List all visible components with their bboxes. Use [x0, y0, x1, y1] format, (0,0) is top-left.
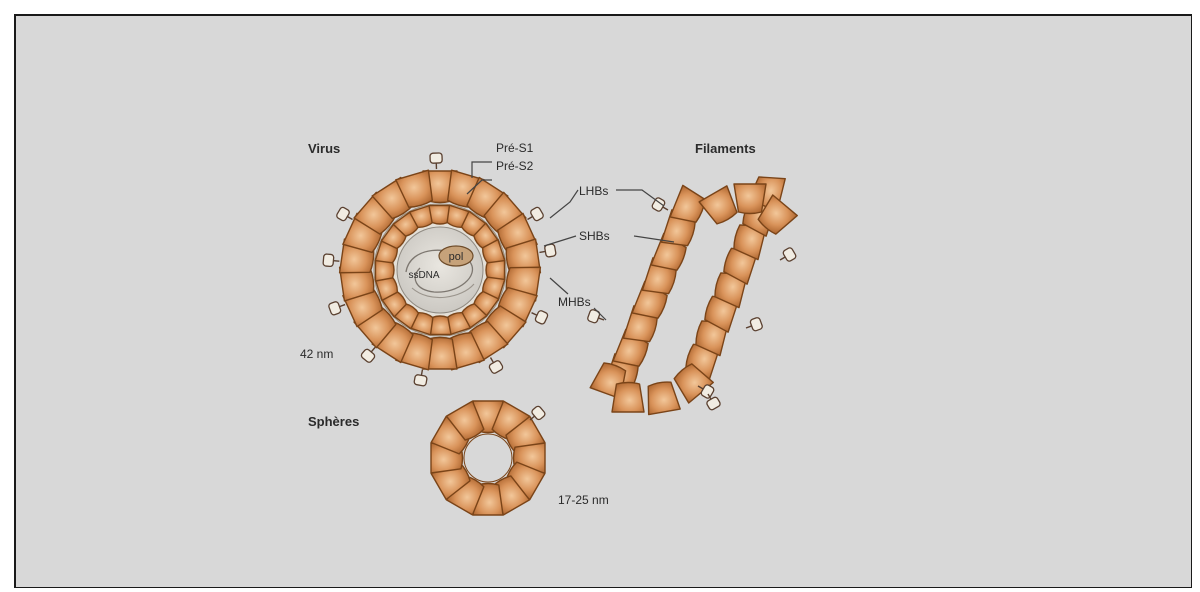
lhbs-label: LHBs	[579, 184, 608, 198]
sphere-hollow-center	[464, 434, 512, 482]
mhbs-label: MHBs	[558, 295, 591, 309]
polymerase-label: pol	[449, 251, 464, 263]
spheres-label: Sphères	[308, 414, 359, 429]
filaments-label: Filaments	[695, 141, 756, 156]
sphere-size-label: 17-25 nm	[558, 493, 609, 507]
dna-label: ssDNA	[408, 270, 439, 281]
virus-label: Virus	[308, 141, 340, 156]
pre-s1-label: Pré-S1	[496, 141, 534, 155]
filament-cap-subunit	[734, 184, 766, 214]
filament-cap-subunit	[612, 383, 644, 413]
virus-size-label: 42 nm	[300, 347, 333, 361]
sphere-particle	[431, 401, 546, 515]
shbs-label: SHBs	[579, 229, 610, 243]
pre-s2-label: Pré-S2	[496, 159, 534, 173]
